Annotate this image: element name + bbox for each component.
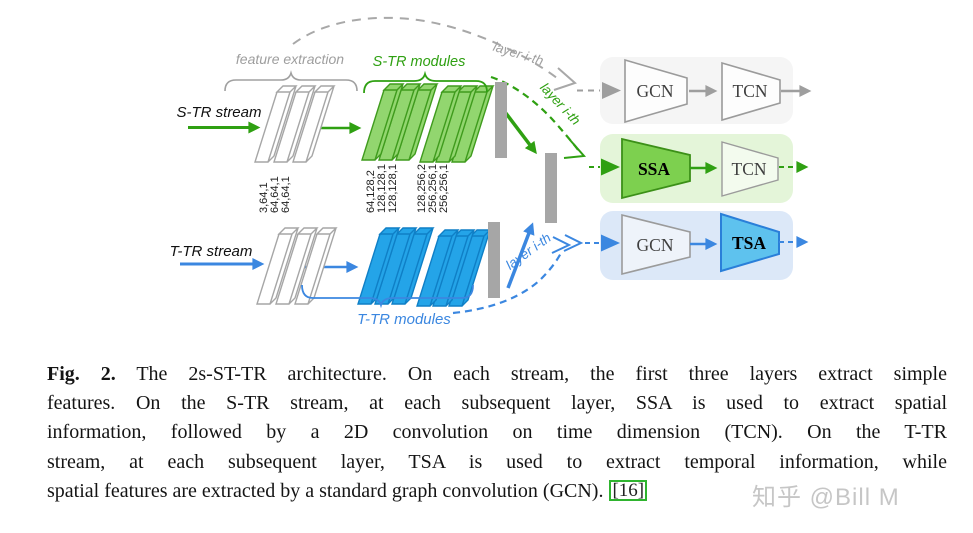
s-tr-feature-slabs [254, 85, 335, 163]
str-stream-label: S-TR stream [176, 104, 261, 121]
ttr-stream-label: T-TR stream [170, 243, 253, 260]
gcn-block-baseline [624, 58, 688, 124]
chevron-green [563, 139, 587, 159]
caption-line: information, followed by a 2D convolutio… [47, 418, 947, 447]
caption-text: The 2s-ST-TR architecture. On each strea… [115, 363, 947, 385]
gcn-label-ttr: GCN [637, 235, 674, 255]
feature-bar-ttr [488, 222, 500, 298]
ssa-block [621, 137, 691, 200]
str-modules-label: S-TR modules [373, 54, 466, 70]
feature-extraction-brace [224, 70, 358, 92]
watermark: 知乎 @Bill M [752, 484, 900, 511]
arrowhead-into-ttr [601, 234, 620, 252]
tcn-label-baseline: TCN [733, 81, 768, 101]
ttr-modules-label: T-TR modules [357, 311, 451, 328]
caption-text: features. On the S-TR stream, at each su… [47, 392, 947, 415]
caption-text: information, followed by a 2D convolutio… [47, 421, 947, 444]
caption-text: stream, at each subsequent layer, TSA is… [47, 450, 947, 473]
t-tr-diagonal-arrow [506, 222, 535, 289]
caption-text: spatial features are extracted by a stan… [47, 479, 604, 502]
gcn-label-baseline: GCN [637, 81, 674, 101]
dim-label: 256,256,1 [438, 164, 450, 213]
figure-number: Fig. 2. [47, 363, 116, 385]
dim-label: 64,64,1 [280, 176, 292, 213]
figure-caption: Fig. 2. The 2s-ST-TR architecture. On ea… [47, 360, 947, 506]
skip-curve-green [490, 75, 580, 152]
arrowhead-into-baseline [602, 82, 621, 99]
feature-bar-mid [545, 153, 557, 223]
tcn-block-str [721, 141, 779, 197]
chevron-blue-2 [563, 234, 584, 252]
layer-ith-label-gray: layer i-th [491, 39, 545, 68]
dim-label: 128,256,2 [416, 164, 428, 213]
str-modules-brace [363, 70, 488, 94]
arrowhead-into-str [601, 158, 620, 176]
tcn-block-baseline [721, 61, 781, 122]
feature-bar-str [495, 82, 507, 158]
modules1-dims: 64,128,2 128,128,1 128,128,1 [365, 164, 399, 213]
tcn-label-str: TCN [732, 159, 767, 179]
gcn-block-ttr [621, 213, 691, 276]
skip-curve-gray [292, 16, 558, 79]
dim-label: 256,256,1 [427, 164, 439, 213]
chevron-gray [553, 67, 577, 91]
skip-curve-blue [452, 250, 563, 315]
chevron-blue-1 [551, 236, 572, 254]
feature-extraction-dims: 3,64,1 64,64,1 64,64,1 [258, 176, 292, 213]
dim-label: 64,64,1 [269, 176, 281, 213]
t-tr-feature-slabs [256, 227, 337, 305]
dim-label: 128,128,1 [376, 164, 388, 213]
dim-label: 3,64,1 [258, 182, 270, 213]
ssa-label: SSA [638, 159, 670, 179]
tsa-label: TSA [732, 233, 766, 253]
caption-line: Fig. 2. The 2s-ST-TR architecture. On ea… [47, 360, 947, 389]
feature-extraction-label: feature extraction [236, 51, 344, 67]
dim-label: 128,128,1 [387, 164, 399, 213]
dim-label: 64,128,2 [365, 170, 377, 213]
tsa-block [720, 212, 780, 273]
caption-line: spatial features are extracted by a stan… [47, 477, 947, 506]
modules2-dims: 128,256,2 256,256,1 256,256,1 [416, 164, 450, 213]
ttr-modules-brace [301, 284, 474, 309]
architecture-diagram: GCN TCN SSA TCN GCN TSA layer i-th layer… [170, 16, 812, 328]
caption-line: stream, at each subsequent layer, TSA is… [47, 448, 947, 477]
citation-link[interactable]: [16] [609, 479, 648, 501]
caption-line: features. On the S-TR stream, at each su… [47, 389, 947, 418]
s-tr-diagonal-arrow [503, 110, 537, 155]
